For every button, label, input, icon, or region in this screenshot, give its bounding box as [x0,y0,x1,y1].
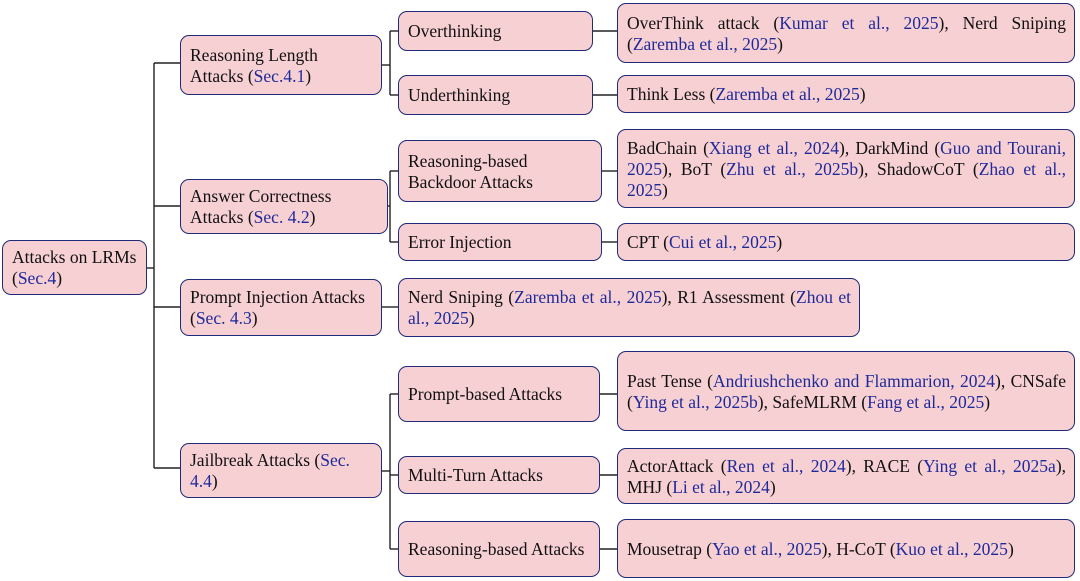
citation-text: Kuo et al., 2025 [895,538,1008,559]
leaf-prompt-injection-works: Nerd Sniping (Zaremba et al., 2025), R1 … [398,278,860,337]
leaf-multi-turn-works: ActorAttack (Ren et al., 2024), RACE (Yi… [617,448,1075,504]
citation-text: Ying et al., 2025b [632,391,758,412]
subcategory-error-injection: Error Injection [398,223,602,261]
leaf-backdoor-works: BadChain (Xiang et al., 2024), DarkMind … [617,129,1075,208]
citation-text: Kumar et al., 2025 [779,12,939,33]
citation-text: Yao et al., 2025 [712,538,822,559]
subcategory-reasoning-based-backdoor-attacks: Reasoning-based Backdoor Attacks [398,140,602,202]
leaf-text: Past Tense (Andriushchenko and Flammario… [627,370,1067,412]
category-label: Answer Correctness Attacks (Sec. 4.2) [190,186,332,227]
citation-text: Guo and Tourani, 2025 [627,137,1066,179]
root-node-label: Attacks on LRMs (Sec.4) [12,247,137,288]
subcategory-label: Prompt-based Attacks [408,384,563,404]
subcategory-label: Multi-Turn Attacks [408,465,543,485]
subcategory-overthinking: Overthinking [398,11,593,51]
leaf-text: Mousetrap (Yao et al., 2025), H-CoT (Kuo… [627,538,1014,559]
leaf-reasoning-based-works: Mousetrap (Yao et al., 2025), H-CoT (Kuo… [617,519,1075,578]
leaf-prompt-based-works: Past Tense (Andriushchenko and Flammario… [617,351,1075,431]
citation-text: Zaremba et al., 2025 [715,84,860,104]
leaf-text: CPT (Cui et al., 2025) [627,232,783,252]
citation-text: Zhao et al., 2025 [627,158,1067,200]
leaf-overthinking-works: OverThink attack (Kumar et al., 2025), N… [617,3,1075,63]
category-jailbreak-attacks: Jailbreak Attacks (Sec. 4.4) [180,443,382,498]
leaf-text: Think Less (Zaremba et al., 2025) [627,84,866,104]
citation-text: Sec. 4.3 [195,308,252,328]
subcategory-label: Reasoning-based Backdoor Attacks [408,150,533,192]
citation-text: Sec.4 [17,268,57,288]
citation-text: Sec. 4.2 [253,207,310,227]
citation-text: Sec. 4.4 [190,450,350,491]
citation-text: Sec.4.1 [253,65,306,86]
leaf-underthinking-works: Think Less (Zaremba et al., 2025) [617,75,1075,113]
leaf-text: ActorAttack (Ren et al., 2024), RACE (Yi… [627,455,1067,497]
subcategory-multi-turn-attacks: Multi-Turn Attacks [398,456,600,494]
subcategory-label: Overthinking [408,21,502,41]
leaf-text: BadChain (Xiang et al., 2024), DarkMind … [627,137,1067,200]
citation-text: Fang et al., 2025 [867,391,985,412]
citation-text: Andriushchenko and Flammarion, 2024 [713,370,996,391]
citation-text: Zaremba et al., 2025 [632,33,778,54]
category-label: Jailbreak Attacks (Sec. 4.4) [190,450,350,491]
category-label: Reasoning Length Attacks (Sec.4.1) [190,44,318,86]
subcategory-label: Underthinking [408,85,511,105]
leaf-text: Nerd Sniping (Zaremba et al., 2025), R1 … [408,287,851,328]
subcategory-prompt-based-attacks: Prompt-based Attacks [398,366,600,422]
subcategory-label: Reasoning-based Attacks [408,539,585,559]
subcategory-label: Error Injection [408,232,512,252]
root-node: Attacks on LRMs (Sec.4) [2,240,147,295]
category-label: Prompt Injection Attacks (Sec. 4.3) [190,287,365,328]
citation-text: Ying et al., 2025a [923,455,1056,476]
subcategory-reasoning-based-attacks: Reasoning-based Attacks [398,521,600,577]
citation-text: Cui et al., 2025 [668,232,777,252]
citation-text: Xiang et al., 2024 [708,137,840,158]
subcategory-underthinking: Underthinking [398,75,593,115]
leaf-text: OverThink attack (Kumar et al., 2025), N… [627,12,1066,54]
citation-text: Li et al., 2024 [672,476,770,497]
citation-text: Zhou et al., 2025 [408,287,851,328]
citation-text: Zhu et al., 2025b [726,158,859,179]
citation-text: Ren et al., 2024 [726,455,846,476]
category-prompt-injection-attacks: Prompt Injection Attacks (Sec. 4.3) [180,279,382,336]
leaf-error-injection-works: CPT (Cui et al., 2025) [617,223,1075,261]
citation-text: Zaremba et al., 2025 [514,287,662,307]
category-reasoning-length-attacks: Reasoning Length Attacks (Sec.4.1) [180,35,382,95]
category-answer-correctness-attacks: Answer Correctness Attacks (Sec. 4.2) [180,179,388,234]
